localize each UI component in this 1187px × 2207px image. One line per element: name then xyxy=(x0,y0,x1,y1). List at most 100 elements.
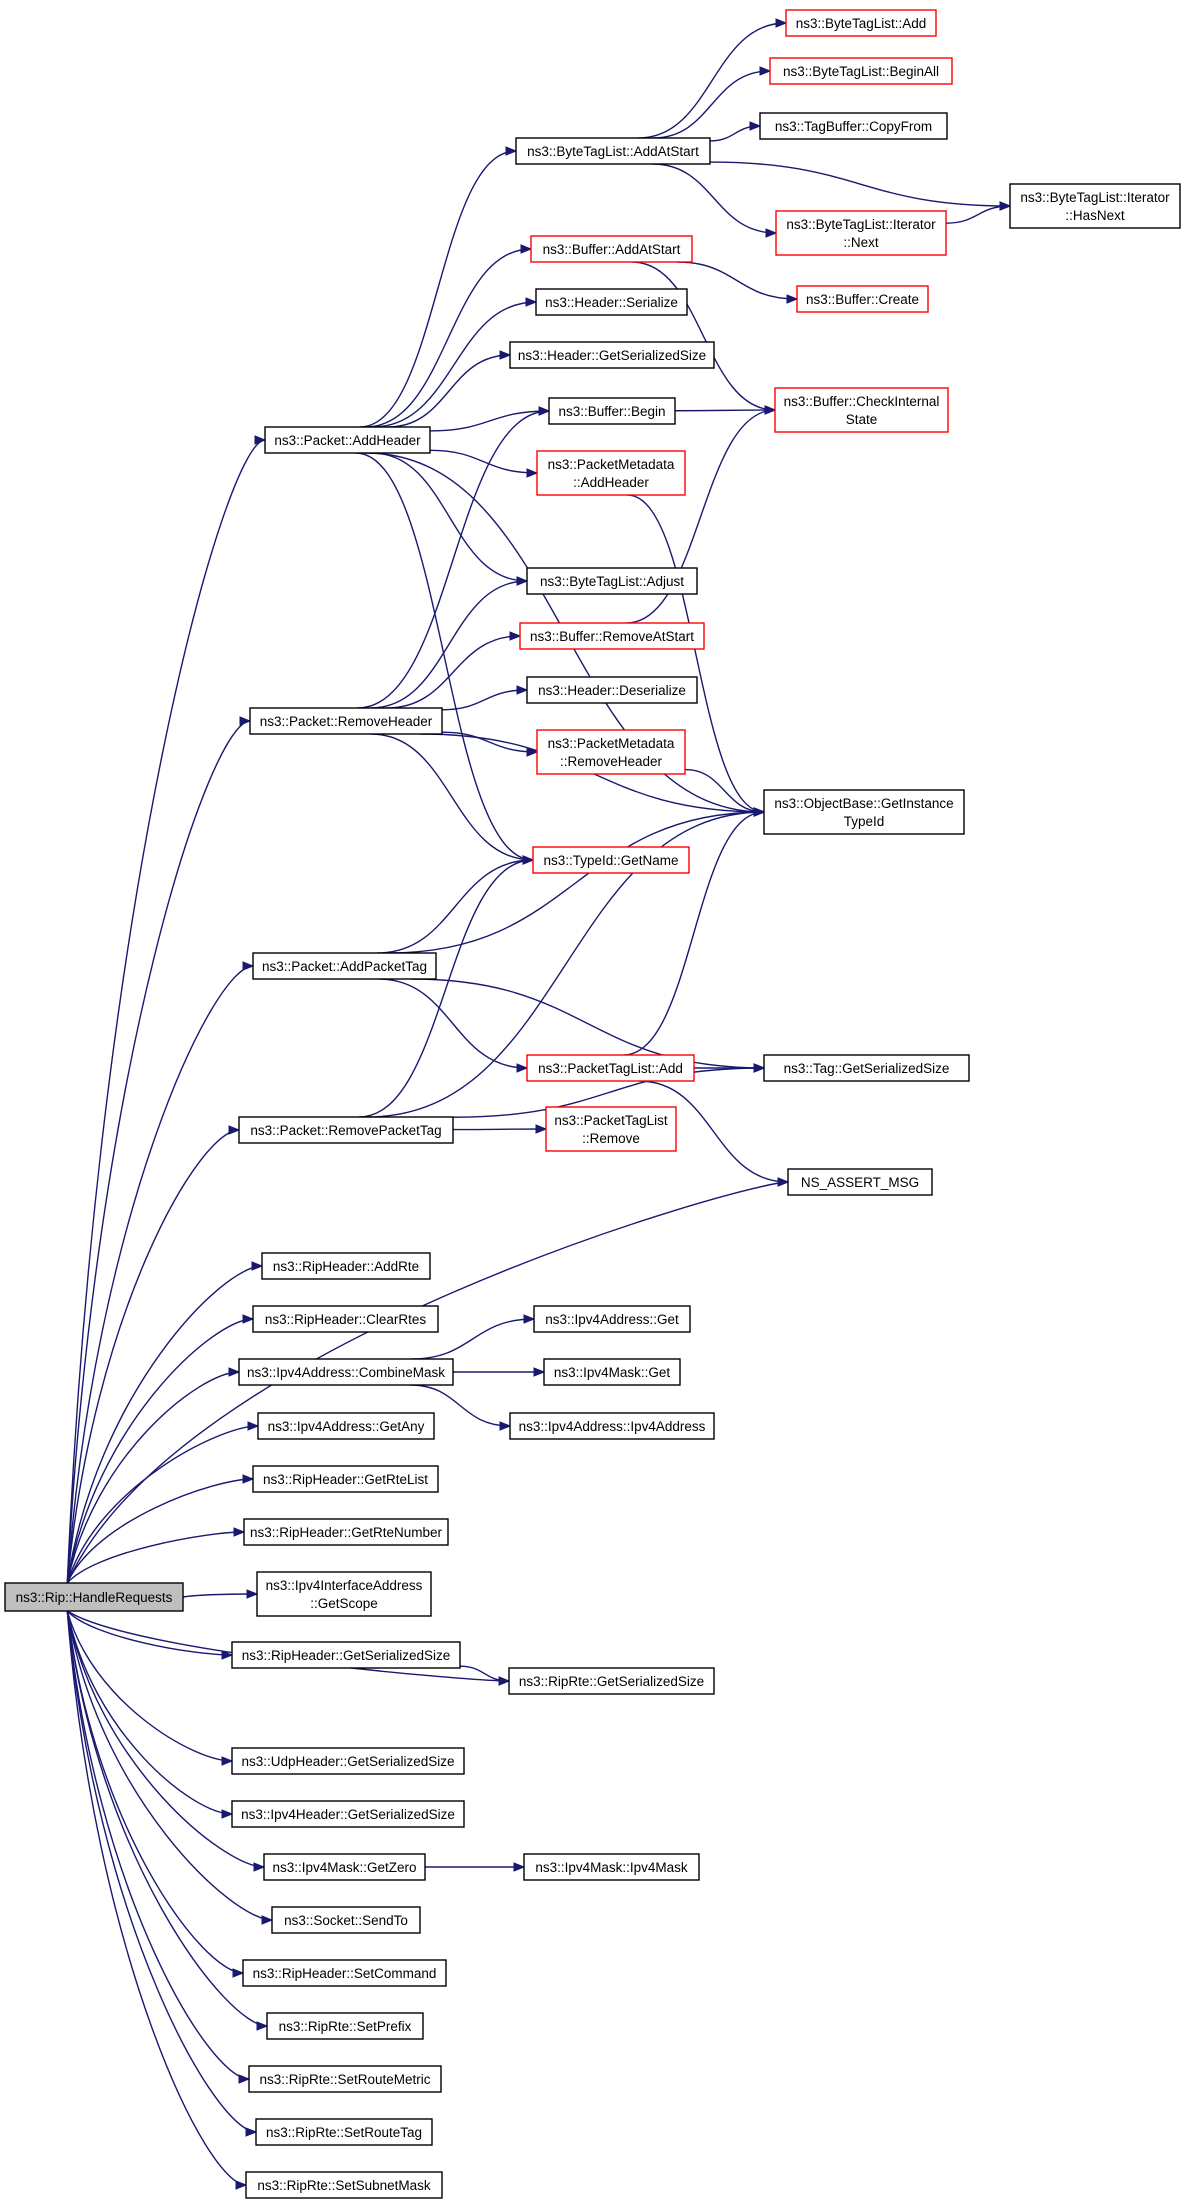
node-nsAssertMsg[interactable]: NS_ASSERT_MSG xyxy=(787,1168,933,1196)
edge-bufAddAtStart-to-bufCreate xyxy=(676,261,798,300)
node-ripHdrSize[interactable]: ns3::RipHeader::GetSerializedSize xyxy=(231,1641,461,1669)
node-getRteNumber[interactable]: ns3::RipHeader::GetRteNumber xyxy=(243,1518,449,1546)
node-ipv4MaskGet[interactable]: ns3::Ipv4Mask::Get xyxy=(543,1358,681,1386)
node-label: ns3::Header::GetSerializedSize xyxy=(518,348,706,363)
edge-addHeader-to-bufAddAtStart xyxy=(365,248,532,428)
node-label: ns3::Header::Deserialize xyxy=(538,683,686,698)
node-udpHdrSize[interactable]: ns3::UdpHeader::GetSerializedSize xyxy=(231,1747,465,1775)
edge-bufAddAtStart-to-bufCheckState xyxy=(631,261,776,411)
node-box xyxy=(261,1252,431,1280)
arrowhead xyxy=(505,146,518,156)
node-combineMask[interactable]: ns3::Ipv4Address::CombineMask xyxy=(238,1358,454,1386)
edge-combineMask-to-ipv4AddrGet xyxy=(411,1318,535,1360)
edge-removeHeader-to-pmRemoveHeader xyxy=(441,731,538,753)
node-removeHeader[interactable]: ns3::Packet::RemoveHeader xyxy=(249,707,443,735)
node-setSubnetMask[interactable]: ns3::RipRte::SetSubnetMask xyxy=(245,2171,443,2199)
node-btlIterHasNext[interactable]: ns3::ByteTagList::Iterator::HasNext xyxy=(1009,183,1181,229)
arrowhead xyxy=(239,716,252,726)
node-getScope[interactable]: ns3::Ipv4InterfaceAddress::GetScope xyxy=(256,1571,432,1617)
node-label: ns3::RipHeader::GetRteList xyxy=(263,1472,428,1487)
node-bufRemoveAtStart[interactable]: ns3::Buffer::RemoveAtStart xyxy=(519,622,705,650)
node-getRteList[interactable]: ns3::RipHeader::GetRteList xyxy=(252,1465,439,1493)
node-box xyxy=(509,1412,715,1440)
node-bufBegin[interactable]: ns3::Buffer::Begin xyxy=(548,397,676,425)
node-hdrDeserialize[interactable]: ns3::Header::Deserialize xyxy=(526,676,698,704)
node-setPrefix[interactable]: ns3::RipRte::SetPrefix xyxy=(266,2012,424,2040)
edge-root-to-getAny xyxy=(66,1425,259,1584)
node-hdrSerialize[interactable]: ns3::Header::Serialize xyxy=(535,288,688,316)
node-ripAddRte[interactable]: ns3::RipHeader::AddRte xyxy=(261,1252,431,1280)
node-sendTo[interactable]: ns3::Socket::SendTo xyxy=(271,1906,421,1934)
node-btlAddAtStart[interactable]: ns3::ByteTagList::AddAtStart xyxy=(515,137,711,165)
node-btlIterNext[interactable]: ns3::ByteTagList::Iterator::Next xyxy=(775,210,947,256)
arrowhead xyxy=(235,2180,248,2190)
node-ripClearRtes[interactable]: ns3::RipHeader::ClearRtes xyxy=(252,1305,439,1333)
node-box xyxy=(252,1465,439,1493)
arrowhead xyxy=(526,747,539,757)
edge-root-to-removeHeader xyxy=(66,720,251,1584)
node-setRouteMetric[interactable]: ns3::RipRte::SetRouteMetric xyxy=(248,2065,442,2093)
node-ipv4MaskCtor[interactable]: ns3::Ipv4Mask::Ipv4Mask xyxy=(523,1853,700,1881)
node-box xyxy=(231,1747,465,1775)
node-removePacketTag[interactable]: ns3::Packet::RemovePacketTag xyxy=(238,1116,454,1144)
node-ipv4AddrGet[interactable]: ns3::Ipv4Address::Get xyxy=(533,1305,691,1333)
node-label: ns3::PacketMetadata xyxy=(548,457,675,472)
node-bufAddAtStart[interactable]: ns3::Buffer::AddAtStart xyxy=(530,235,693,263)
node-label: ns3::RipHeader::SetCommand xyxy=(253,1966,437,1981)
edge-pmAddHeader-to-objGetInstanceTypeId xyxy=(627,494,765,813)
node-tbCopyFrom[interactable]: ns3::TagBuffer::CopyFrom xyxy=(759,112,948,140)
arrowhead xyxy=(535,1124,548,1134)
edge-addPacketTag-to-typeIdGetName xyxy=(377,859,534,954)
node-box xyxy=(1009,183,1181,229)
node-getAny[interactable]: ns3::Ipv4Address::GetAny xyxy=(257,1412,435,1440)
node-label: ns3::Packet::AddPacketTag xyxy=(262,959,427,974)
node-box xyxy=(535,288,688,316)
edge-root-to-udpHdrSize xyxy=(66,1610,233,1762)
node-pmAddHeader[interactable]: ns3::PacketMetadata::AddHeader xyxy=(536,450,686,496)
arrowhead xyxy=(523,1314,536,1324)
node-box xyxy=(243,1518,449,1546)
node-label: ns3::Ipv4Address::CombineMask xyxy=(247,1365,445,1380)
node-label: ns3::Buffer::CheckInternal xyxy=(784,394,940,409)
edge-addHeader-to-typeIdGetName xyxy=(355,452,534,861)
node-box xyxy=(785,9,937,37)
edge-root-to-addHeader xyxy=(66,439,266,1584)
node-maskGetZero[interactable]: ns3::Ipv4Mask::GetZero xyxy=(263,1853,426,1881)
node-label: ns3::ByteTagList::Iterator xyxy=(1020,190,1170,205)
node-box xyxy=(248,2065,442,2093)
node-root[interactable]: ns3::Rip::HandleRequests xyxy=(4,1582,184,1612)
node-tagGetSize[interactable]: ns3::Tag::GetSerializedSize xyxy=(763,1054,970,1082)
node-label: ns3::Packet::RemovePacketTag xyxy=(250,1123,441,1138)
arrowhead xyxy=(242,961,255,971)
arrowhead xyxy=(245,2127,258,2137)
arrowhead xyxy=(522,855,535,865)
node-btlAdd[interactable]: ns3::ByteTagList::Add xyxy=(785,9,937,37)
node-hdrGetSize[interactable]: ns3::Header::GetSerializedSize xyxy=(509,341,715,369)
node-btlBeginAll[interactable]: ns3::ByteTagList::BeginAll xyxy=(769,57,953,85)
node-ipv4HdrSize[interactable]: ns3::Ipv4Header::GetSerializedSize xyxy=(231,1800,465,1828)
node-label: ns3::Ipv4Header::GetSerializedSize xyxy=(241,1807,455,1822)
node-setRouteTag[interactable]: ns3::RipRte::SetRouteTag xyxy=(255,2118,433,2146)
node-addHeader[interactable]: ns3::Packet::AddHeader xyxy=(264,426,431,454)
node-bufCreate[interactable]: ns3::Buffer::Create xyxy=(796,285,929,313)
edge-btlAddAtStart-to-btlAdd xyxy=(638,22,787,139)
arrowhead xyxy=(777,1177,790,1187)
node-ptlRemove[interactable]: ns3::PacketTagList::Remove xyxy=(545,1106,677,1152)
node-ripRteSize[interactable]: ns3::RipRte::GetSerializedSize xyxy=(508,1667,715,1695)
node-label: ::Remove xyxy=(582,1131,640,1146)
node-ptlAdd[interactable]: ns3::PacketTagList::Add xyxy=(526,1054,695,1082)
edge-removePacketTag-to-tagGetSize xyxy=(452,1067,765,1118)
edge-root-to-setPrefix xyxy=(66,1610,268,2027)
node-typeIdGetName[interactable]: ns3::TypeId::GetName xyxy=(532,846,690,874)
node-box xyxy=(252,952,437,980)
arrowhead xyxy=(499,350,512,360)
node-pmRemoveHeader[interactable]: ns3::PacketMetadata::RemoveHeader xyxy=(536,729,686,775)
node-btlAdjust[interactable]: ns3::ByteTagList::Adjust xyxy=(526,567,698,595)
node-addPacketTag[interactable]: ns3::Packet::AddPacketTag xyxy=(252,952,437,980)
node-setCommand[interactable]: ns3::RipHeader::SetCommand xyxy=(242,1959,447,1987)
node-ipv4AddrCtor[interactable]: ns3::Ipv4Address::Ipv4Address xyxy=(509,1412,715,1440)
edge-root-to-ripHdrSize xyxy=(66,1610,233,1656)
